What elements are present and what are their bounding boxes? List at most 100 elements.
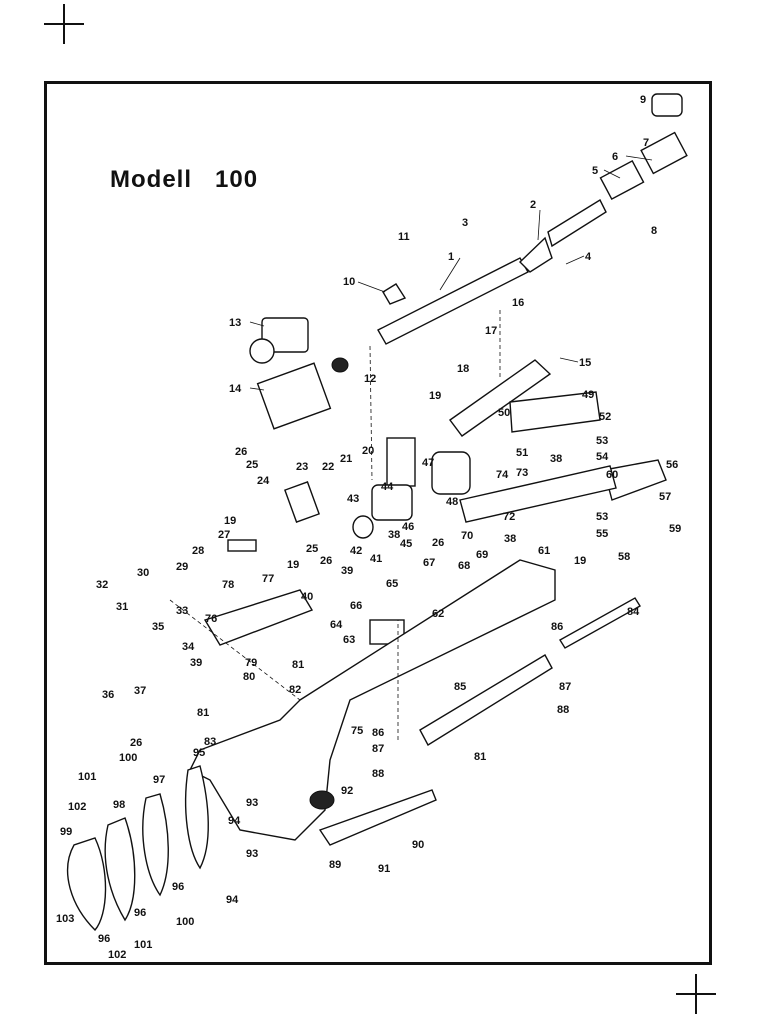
part-label-86: 86 xyxy=(551,621,563,633)
part-label-3: 3 xyxy=(462,217,468,229)
part-label-93: 93 xyxy=(246,797,258,809)
part-label-51: 51 xyxy=(516,447,528,459)
diagram-frame xyxy=(44,81,712,965)
part-label-102b: 102 xyxy=(108,949,126,961)
part-label-79: 79 xyxy=(245,657,257,669)
part-label-98: 98 xyxy=(113,799,125,811)
part-label-95: 95 xyxy=(193,747,205,759)
part-label-1: 1 xyxy=(448,251,454,263)
part-label-85: 85 xyxy=(454,681,466,693)
part-label-7: 7 xyxy=(643,137,649,149)
part-label-88b: 88 xyxy=(372,768,384,780)
diagram-title: Modell 100 xyxy=(110,166,259,193)
part-label-91: 91 xyxy=(378,863,390,875)
part-label-53b: 53 xyxy=(596,511,608,523)
part-label-93b: 93 xyxy=(246,848,258,860)
part-label-64: 64 xyxy=(330,619,343,631)
part-label-94: 94 xyxy=(228,815,241,827)
part-label-19: 19 xyxy=(429,390,441,402)
part-label-34: 34 xyxy=(182,641,195,653)
part-label-10: 10 xyxy=(343,276,355,288)
part-label-27: 27 xyxy=(218,529,230,541)
stock-part xyxy=(189,559,641,846)
part-label-19c: 19 xyxy=(287,559,299,571)
part-label-89: 89 xyxy=(329,859,341,871)
part-label-83: 83 xyxy=(204,736,216,748)
part-label-102: 102 xyxy=(68,801,86,813)
part-label-88: 88 xyxy=(557,704,569,716)
part-label-87: 87 xyxy=(559,681,571,693)
part-label-49: 49 xyxy=(582,389,594,401)
part-label-63: 63 xyxy=(343,634,355,646)
part-label-81: 81 xyxy=(197,707,209,719)
part-label-57: 57 xyxy=(659,491,671,503)
part-label-41: 41 xyxy=(370,553,382,565)
part-label-73: 73 xyxy=(516,467,528,479)
part-label-100: 100 xyxy=(119,752,137,764)
rear-sight-part xyxy=(249,317,332,430)
part-label-99: 99 xyxy=(60,826,72,838)
part-label-25b: 25 xyxy=(306,543,318,555)
part-label-56: 56 xyxy=(666,459,678,471)
part-label-68: 68 xyxy=(458,560,470,572)
part-label-96: 96 xyxy=(172,881,184,893)
part-label-25: 25 xyxy=(246,459,258,471)
part-label-46: 46 xyxy=(402,521,414,533)
part-label-90: 90 xyxy=(412,839,424,851)
part-label-19b: 19 xyxy=(224,515,236,527)
part-label-47: 47 xyxy=(422,457,434,469)
part-label-13: 13 xyxy=(229,317,241,329)
part-label-36: 36 xyxy=(102,689,114,701)
part-label-100b: 100 xyxy=(176,916,194,928)
part-label-65: 65 xyxy=(386,578,398,590)
part-label-96b: 96 xyxy=(134,907,146,919)
part-label-62: 62 xyxy=(432,608,444,620)
part-label-78: 78 xyxy=(222,579,234,591)
part-label-60: 60 xyxy=(606,469,618,481)
part-label-76: 76 xyxy=(205,613,217,625)
part-label-66: 66 xyxy=(350,600,362,612)
part-label-67: 67 xyxy=(423,557,435,569)
part-label-26: 26 xyxy=(235,446,247,458)
part-label-17: 17 xyxy=(485,325,497,337)
part-label-21: 21 xyxy=(340,453,352,465)
part-label-24: 24 xyxy=(257,475,270,487)
part-label-86b: 86 xyxy=(372,727,384,739)
part-label-77: 77 xyxy=(262,573,274,585)
part-label-53: 53 xyxy=(596,435,608,447)
part-label-29: 29 xyxy=(176,561,188,573)
part-label-11: 11 xyxy=(398,231,410,243)
part-label-72: 72 xyxy=(503,511,515,523)
part-label-84: 84 xyxy=(627,606,640,618)
part-label-50: 50 xyxy=(498,407,510,419)
part-label-15: 15 xyxy=(579,357,591,369)
barrel-part xyxy=(331,93,688,373)
part-label-32: 32 xyxy=(96,579,108,591)
part-label-69: 69 xyxy=(476,549,488,561)
part-label-35: 35 xyxy=(152,621,164,633)
part-label-19d: 19 xyxy=(574,555,586,567)
part-label-74: 74 xyxy=(496,469,509,481)
part-label-23: 23 xyxy=(296,461,308,473)
part-label-101b: 101 xyxy=(134,939,152,951)
part-label-39: 39 xyxy=(341,565,353,577)
crop-mark-top-left xyxy=(44,4,84,44)
part-label-14: 14 xyxy=(229,383,242,395)
part-label-58: 58 xyxy=(618,551,630,563)
part-label-81b: 81 xyxy=(292,659,304,671)
part-label-43: 43 xyxy=(347,493,359,505)
part-label-4: 4 xyxy=(585,251,592,263)
part-label-55: 55 xyxy=(596,528,608,540)
part-label-28: 28 xyxy=(192,545,204,557)
part-label-81c: 81 xyxy=(474,751,486,763)
part-label-45: 45 xyxy=(400,538,412,550)
part-label-5: 5 xyxy=(592,165,598,177)
part-label-92: 92 xyxy=(341,785,353,797)
part-label-6: 6 xyxy=(612,151,618,163)
part-label-38: 38 xyxy=(388,529,400,541)
part-label-39b: 39 xyxy=(190,657,202,669)
part-label-54: 54 xyxy=(596,451,609,463)
part-label-42: 42 xyxy=(350,545,362,557)
part-label-59: 59 xyxy=(669,523,681,535)
